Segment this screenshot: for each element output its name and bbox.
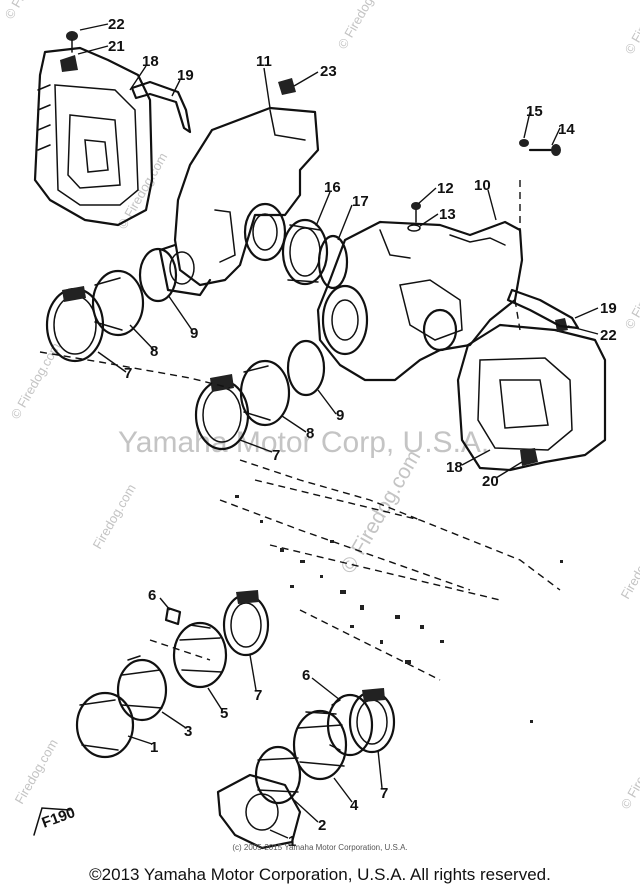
- cover-1-left: [75, 691, 135, 759]
- leader-lines: [77, 23, 599, 839]
- hose-clamp-7-lower-left: [222, 590, 270, 657]
- callout-8-upper: 8: [150, 343, 158, 360]
- callout-16: 16: [324, 179, 341, 196]
- copyright-fine-print: (c) 2005-2015 Yamaha Motor Corporation, …: [232, 843, 408, 852]
- callout-14: 14: [558, 121, 575, 138]
- watermark-site-left-bottom: Firedog.com: [12, 736, 61, 806]
- hose-clamp-7-lower-right: [348, 688, 396, 754]
- callout-12: 12: [437, 180, 454, 197]
- ring-9-upper: [138, 247, 178, 303]
- carburetor-body-right: [316, 220, 524, 382]
- spring-2: [254, 745, 302, 805]
- callout-11: 11: [256, 53, 272, 70]
- callout-15: 15: [526, 103, 543, 120]
- callout-10: 10: [474, 177, 491, 194]
- callout-19-right: 19: [600, 300, 617, 317]
- callout-6-right: 6: [302, 667, 310, 684]
- callout-1-left: 1: [150, 739, 158, 756]
- callout-3: 3: [184, 723, 192, 740]
- callout-6-left: 6: [148, 587, 156, 604]
- copyright-notice: ©2013 Yamaha Motor Corporation, U.S.A. A…: [89, 865, 551, 884]
- screw-14: [528, 144, 561, 156]
- watermark-site-right-mid: © Firedog.com: [622, 250, 640, 332]
- center-lines: [39, 180, 561, 681]
- diaphragm-5: [172, 621, 228, 689]
- callout-4: 4: [350, 797, 359, 814]
- washer-13: [407, 224, 421, 232]
- figure-code-stamp: F190: [33, 804, 78, 836]
- callout-9-middle: 9: [336, 407, 344, 424]
- bolt-12: [411, 202, 421, 223]
- callout-19-top: 19: [177, 67, 194, 84]
- callout-7-middle: 7: [272, 447, 280, 464]
- carburetor-body-upper: [158, 78, 320, 297]
- callout-7-upper: 7: [124, 365, 132, 382]
- callout-18-right: 18: [446, 459, 463, 476]
- callout-20: 20: [482, 473, 499, 490]
- callout-22-right: 22: [600, 327, 617, 344]
- diaphragm-6-right: [326, 693, 374, 757]
- watermark-site-left: © Firedog.com: [115, 150, 171, 232]
- callout-7-lower-left: 7: [254, 687, 262, 704]
- gasket-19-right: [506, 288, 580, 330]
- clip-6-left: [164, 606, 182, 626]
- callout-21: 21: [108, 38, 125, 55]
- callout-9-upper: 9: [190, 325, 198, 342]
- cylinder-cover-upper: [33, 46, 154, 227]
- watermark-site-right-top: © Firedog.com: [335, 0, 391, 52]
- cap-8-middle: [239, 359, 291, 427]
- ring-9-middle: [286, 339, 326, 397]
- callout-17: 17: [352, 193, 369, 210]
- bolt-22: [66, 31, 78, 53]
- callout-8-middle: 8: [306, 425, 314, 442]
- watermark-site-right-bottom: © Firedog.com: [618, 730, 640, 812]
- gasket-19-upper: [130, 80, 192, 134]
- cylinder-cover-right: [456, 318, 607, 472]
- callout-18-top: 18: [142, 53, 159, 70]
- watermark-site-left-mid: Firedog.com: [90, 481, 139, 551]
- callout-labels: 22 21 18 19 11 23 15 14 10 12 13 16 17 9…: [108, 16, 617, 850]
- screw-15: [519, 139, 529, 147]
- watermark-site-right-low: Firedog.com: [618, 531, 640, 601]
- watermark-main: Yamaha Motor Corp, U.S.A.: [118, 426, 489, 459]
- callout-22-top: 22: [108, 16, 125, 33]
- piston-3: [116, 655, 168, 722]
- needle-4: [292, 709, 348, 781]
- watermark-site-left-top: © Firedog.com: [2, 0, 58, 22]
- o-ring-17: [317, 234, 349, 290]
- hose-clamp-7-upper: [45, 286, 105, 363]
- callout-2: 2: [318, 817, 326, 834]
- watermark-site-right: © Firedog.com: [622, 0, 640, 57]
- callout-1-right: 1: [288, 833, 296, 850]
- watermark-site-left-low: © Firedog.com: [8, 340, 64, 422]
- cap-8-upper: [91, 269, 145, 337]
- small-parts-fragments: [235, 495, 563, 723]
- callout-5: 5: [220, 705, 228, 722]
- callout-13: 13: [439, 206, 456, 223]
- callout-23: 23: [320, 63, 337, 80]
- callout-7-lower-right: 7: [380, 785, 388, 802]
